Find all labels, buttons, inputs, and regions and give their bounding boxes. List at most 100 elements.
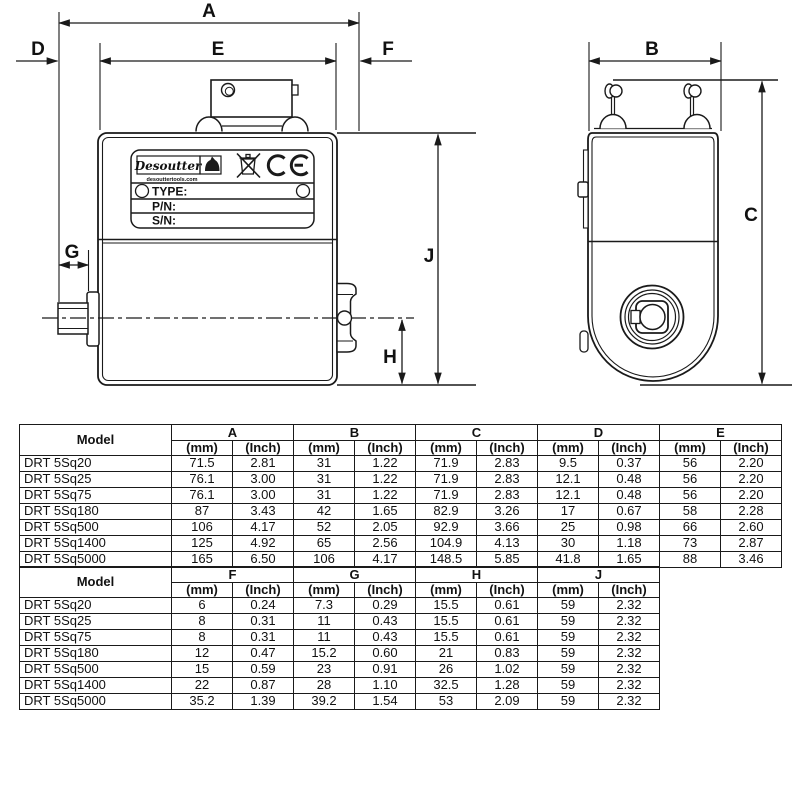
value-cell: 0.24 [232, 596, 294, 614]
value-cell: 2.87 [720, 534, 782, 552]
dim-column-header: H [415, 566, 538, 584]
value-cell: 71.9 [415, 486, 477, 504]
value-cell: 8 [171, 612, 233, 630]
unit-header: (mm) [171, 582, 233, 598]
value-cell: 0.43 [354, 628, 416, 646]
value-cell: 42 [293, 502, 355, 520]
model-cell: DRT 5Sq500 [19, 518, 172, 536]
unit-header: (mm) [537, 582, 599, 598]
model-cell: DRT 5Sq20 [19, 454, 172, 472]
model-cell: DRT 5Sq1400 [19, 534, 172, 552]
value-cell: 2.32 [598, 628, 660, 646]
unit-header: (Inch) [476, 440, 538, 456]
unit-header: (Inch) [232, 440, 294, 456]
value-cell: 4.17 [354, 550, 416, 568]
unit-header: (Inch) [354, 582, 416, 598]
socket-bore [639, 303, 666, 331]
value-cell: 0.83 [476, 644, 538, 662]
value-cell: 59 [537, 596, 599, 614]
model-cell: DRT 5Sq25 [19, 470, 172, 488]
value-cell: 2.32 [598, 612, 660, 630]
value-cell: 6 [171, 596, 233, 614]
value-cell: 2.20 [720, 470, 782, 488]
value-cell: 56 [659, 486, 721, 504]
value-cell: 59 [537, 612, 599, 630]
dim-label-J: J [424, 246, 435, 267]
value-cell: 11 [293, 612, 355, 630]
dim-label-E: E [212, 39, 225, 60]
value-cell: 28 [293, 676, 355, 694]
sn-label: S/N: [152, 214, 176, 228]
connector-edge-bump [577, 181, 589, 198]
value-cell: 2.56 [354, 534, 416, 552]
dim-label-A: A [202, 1, 216, 22]
dimension-drawing: A D E F Desoutter desouttertools.com [16, 1, 792, 386]
value-cell: 2.20 [720, 486, 782, 504]
model-cell: DRT 5Sq5000 [19, 692, 172, 710]
value-cell: 11 [293, 628, 355, 646]
value-cell: 23 [293, 660, 355, 678]
mount-dome-side-right [683, 113, 711, 129]
connector-hole-inner [224, 86, 234, 96]
model-column-header: Model [19, 566, 172, 598]
pin-knob-icon [688, 84, 702, 98]
value-cell: 0.61 [476, 628, 538, 646]
model-cell: DRT 5Sq1400 [19, 676, 172, 694]
unit-header: (mm) [171, 440, 233, 456]
value-cell: 1.22 [354, 454, 416, 472]
weee-icon [236, 152, 261, 179]
value-cell: 12.1 [537, 486, 599, 504]
screw-hole-icon [295, 183, 311, 199]
connector-hole-icon [220, 82, 236, 98]
value-cell: 8 [171, 628, 233, 646]
value-cell: 0.48 [598, 486, 660, 504]
value-cell: 4.13 [476, 534, 538, 552]
value-cell: 41.8 [537, 550, 599, 568]
value-cell: 15 [171, 660, 233, 678]
mount-dome-left [195, 116, 223, 132]
pn-label: P/N: [152, 200, 176, 214]
value-cell: 56 [659, 454, 721, 472]
value-cell: 5.85 [476, 550, 538, 568]
value-cell: 1.65 [598, 550, 660, 568]
unit-header: (Inch) [598, 440, 660, 456]
value-cell: 0.61 [476, 612, 538, 630]
dim-column-header: B [293, 424, 416, 441]
value-cell: 31 [293, 486, 355, 504]
value-cell: 2.81 [232, 454, 294, 472]
front-view: A D E F Desoutter desouttertools.com [16, 1, 476, 386]
shaft-flange [86, 291, 100, 347]
value-cell: 52 [293, 518, 355, 536]
pin-knob-icon [609, 84, 623, 98]
value-cell: 104.9 [415, 534, 477, 552]
value-cell: 1.54 [354, 692, 416, 710]
dim-label-H: H [383, 347, 397, 368]
value-cell: 2.83 [476, 454, 538, 472]
value-cell: 1.02 [476, 660, 538, 678]
unit-header: (mm) [659, 440, 721, 456]
value-cell: 0.47 [232, 644, 294, 662]
value-cell: 71.9 [415, 454, 477, 472]
dim-column-header: A [171, 424, 294, 441]
value-cell: 2.83 [476, 486, 538, 504]
dim-label-F: F [382, 39, 394, 60]
value-cell: 0.48 [598, 470, 660, 488]
dim-label-B: B [645, 39, 659, 60]
horse-head-icon-box [199, 155, 222, 175]
value-cell: 35.2 [171, 692, 233, 710]
value-cell: 31 [293, 470, 355, 488]
model-cell: DRT 5Sq180 [19, 502, 172, 520]
unit-header: (Inch) [354, 440, 416, 456]
brand-logo-text: Desoutter [134, 159, 203, 173]
value-cell: 59 [537, 676, 599, 694]
model-cell: DRT 5Sq75 [19, 486, 172, 504]
mount-dome-side-left [599, 113, 627, 129]
dim-label-G: G [65, 242, 80, 263]
value-cell: 165 [171, 550, 233, 568]
